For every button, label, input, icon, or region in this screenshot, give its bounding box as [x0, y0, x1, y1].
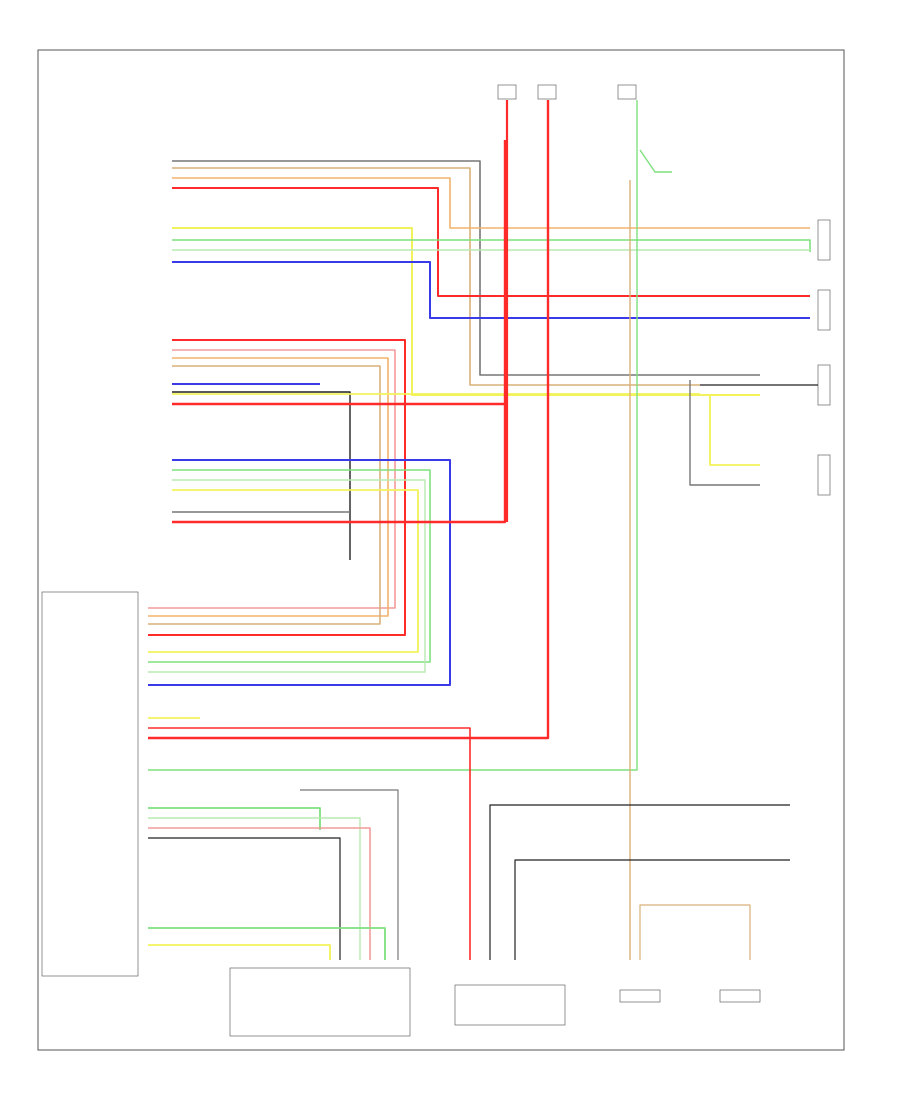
wire-green-branch — [639, 149, 672, 173]
wire-pink-amp — [148, 827, 371, 960]
bottom-speaker-connectors — [619, 989, 761, 1003]
wire-pink-2 — [148, 349, 396, 609]
wire-green-top — [148, 100, 638, 771]
wire-orange-2 — [148, 357, 389, 617]
wire-green-amp — [148, 807, 321, 830]
wire-black-right-2 — [514, 859, 790, 960]
wire-red-1 — [172, 187, 810, 297]
top-fuses — [497, 84, 637, 100]
wire-red-top-b — [148, 100, 550, 740]
wire-yellow-4 — [148, 489, 419, 653]
wire-blue-1 — [172, 261, 810, 319]
wire-gray-right — [689, 380, 760, 486]
wire-black-2 — [172, 391, 351, 560]
wire-black-amp — [148, 837, 341, 960]
wire-tan-2 — [148, 365, 381, 625]
wire-green-4 — [148, 469, 431, 663]
wire-red-amp — [148, 727, 471, 960]
wire-gray-1 — [172, 160, 760, 376]
wire-tan-spk — [639, 904, 751, 960]
wire-blue-4 — [148, 459, 451, 686]
wire-gray-amp — [300, 789, 399, 960]
wire-green-usb — [148, 927, 386, 960]
bottom-connector-block — [229, 967, 411, 1037]
wire-yellow-usb — [148, 944, 331, 960]
wire-yellow-right — [709, 395, 760, 466]
wire-red-2 — [148, 339, 406, 636]
wire-yellow-1 — [172, 227, 760, 396]
antenna-module-box — [454, 984, 566, 1026]
wire-lightgreen-4 — [148, 479, 426, 673]
connector-labels-left — [64, 158, 172, 206]
diagram-frame — [37, 49, 845, 1051]
wire-tan-1 — [172, 167, 700, 386]
wire-red-5 — [172, 140, 507, 524]
wire-green-1 — [172, 239, 811, 252]
wire-orange-1 — [172, 177, 810, 229]
wire-black-right-1 — [489, 804, 790, 960]
right-speaker-connectors — [817, 219, 831, 496]
wire-lightgreen-amp — [148, 817, 361, 960]
wire-layer — [148, 100, 818, 960]
amplifier-box — [41, 591, 139, 977]
